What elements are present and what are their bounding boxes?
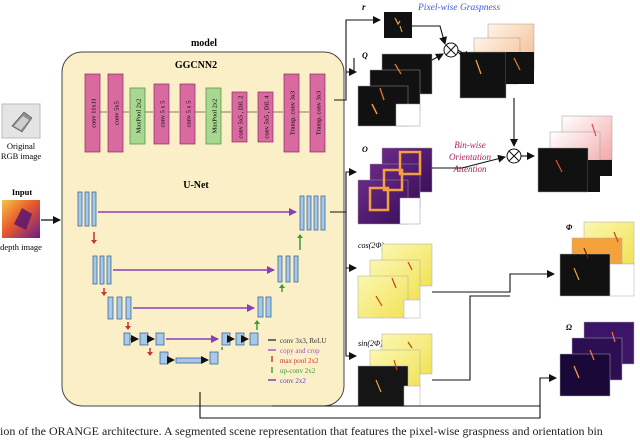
phi-stack: Φ <box>559 221 635 297</box>
omega-label: Ω <box>566 323 572 332</box>
ggcnn-layer-bar <box>107 73 124 153</box>
ggcnn-layer-bar <box>231 91 248 143</box>
legend-label: copy and crop <box>280 347 320 355</box>
graspness-product <box>459 23 535 99</box>
ggcnn-title: GGCNN2 <box>175 60 217 71</box>
ggcnn-layer-bar <box>129 87 146 145</box>
omega-stack: Ω <box>559 321 635 397</box>
ggcnn-layer-label: MaxPool 2x2 <box>212 99 219 134</box>
o-label: O <box>362 145 368 154</box>
rgb-input: Original RGB image <box>1 103 42 161</box>
legend-label: conv 3x3, ReLU <box>280 337 326 345</box>
ggcnn-layer-bar <box>84 73 101 153</box>
ggcnn-layer-label: MaxPool 2x2 <box>136 99 143 134</box>
unet-blocks <box>77 191 326 365</box>
final-q-stack: Q <box>537 115 613 193</box>
ggcnn-layers: conv 11x11 conv 5x5 MaxPool 2x2 conv 5 x 5 c… <box>84 73 326 153</box>
ggcnn-layer-bar <box>205 87 222 145</box>
unet-title: U-Net <box>183 180 209 191</box>
depth-caption: depth image <box>0 242 42 252</box>
multiply-op-2 <box>506 148 522 164</box>
legend-label: conv 2x2 <box>280 377 306 385</box>
bin-wise-line-3: Attention <box>453 164 487 174</box>
r-label: r <box>362 2 366 12</box>
bin-wise-title: Bin-wise Orientation Attention <box>449 140 491 174</box>
multiply-op-1 <box>443 42 459 58</box>
cos-stack: cos(2Φ) <box>357 241 433 319</box>
connection-arrows <box>199 16 557 419</box>
unet-legend: conv 3x3, ReLU copy and crop max pool 2x2 u… <box>268 337 326 385</box>
ggcnn-layer-bar <box>309 73 326 153</box>
q-label: Q <box>362 51 368 60</box>
bin-wise-line-1: Bin-wise <box>454 140 486 150</box>
rgb-caption-1: Original <box>7 141 36 151</box>
ggcnn-layer-label: conv 5x5 , Dil. 2 <box>238 96 245 139</box>
o-stack: O <box>357 145 433 225</box>
unet-connections <box>91 208 303 364</box>
model-title: model <box>191 38 217 49</box>
ggcnn-layer-label: conv 5 x 5 <box>186 101 193 128</box>
bin-wise-line-2: Orientation <box>449 152 491 162</box>
phi-label: Φ <box>566 223 573 232</box>
ggcnn-layer-label: Transp. conv 3x3 <box>316 91 323 135</box>
architecture-diagram: Original RGB image Input depth image mod… <box>0 2 635 419</box>
ggcnn-layer-bar <box>153 83 170 145</box>
ggcnn-layer-label: conv 11x11 <box>91 98 98 128</box>
ggcnn-layer-label: Transp. conv 3x3 <box>290 91 297 135</box>
r-map: r <box>362 2 412 38</box>
cos-label: cos(2Φ) <box>358 241 384 250</box>
legend-label: up-conv 2x2 <box>280 367 316 375</box>
figure-caption: ion of the ORANGE architecture. A segmen… <box>0 424 603 438</box>
pixel-wise-title: Pixel-wise Graspness <box>417 3 500 13</box>
input-label: Input <box>12 187 32 197</box>
legend-label: max pool 2x2 <box>280 357 319 365</box>
ggcnn-layer-label: conv 5x5 <box>114 101 121 125</box>
q-stack: Q <box>357 51 433 127</box>
sin-label: sin(2Φ) <box>358 339 383 348</box>
ggcnn-layer-label: conv 5x5 , Dil. 4 <box>264 95 271 139</box>
sin-stack: sin(2Φ) <box>357 333 433 407</box>
ggcnn-layer-label: conv 5 x 5 <box>160 101 167 128</box>
depth-input: Input depth image <box>0 187 42 252</box>
rgb-caption-2: RGB image <box>1 151 42 161</box>
ggcnn-layer-bar <box>179 83 196 145</box>
ggcnn-layer-bar <box>257 91 274 143</box>
ggcnn-layer-bar <box>283 73 300 153</box>
